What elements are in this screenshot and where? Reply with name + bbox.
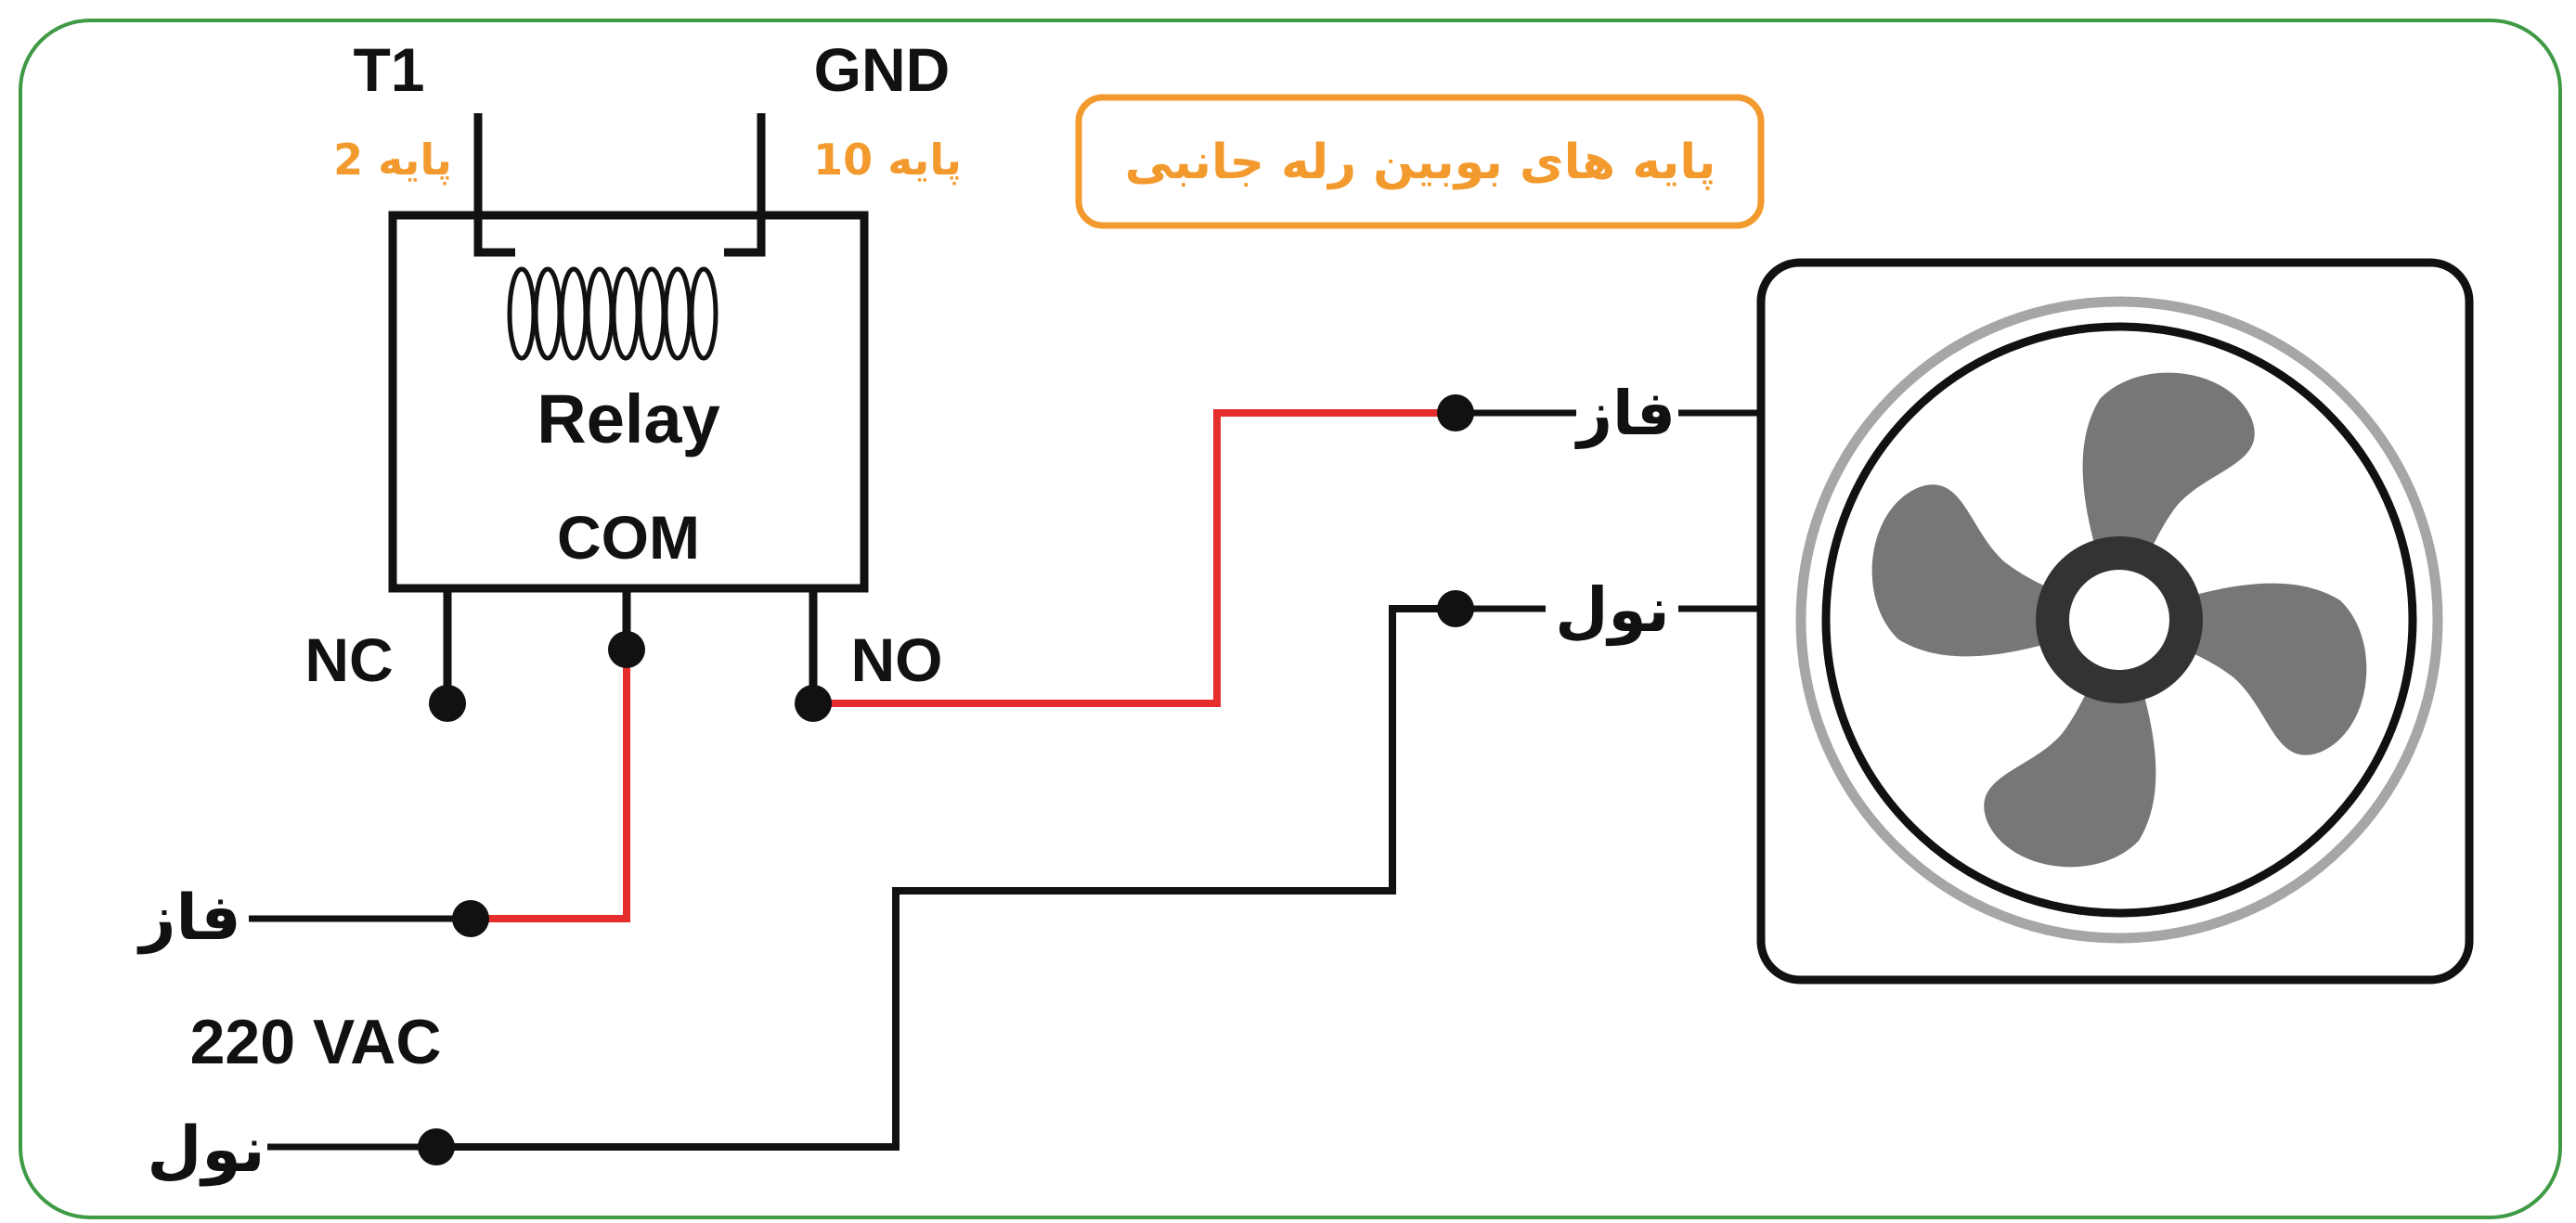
neutral-wire: [436, 605, 1456, 1151]
coil-lead-t1: [473, 113, 515, 257]
fan-inner-ring: [1821, 322, 2417, 918]
fan-phase-dot: [1437, 394, 1474, 431]
no-terminal-dot: [795, 685, 832, 722]
com-label: COM: [557, 503, 700, 572]
relay: Relay COM NC NO: [304, 113, 943, 703]
gnd-label: GND: [814, 35, 951, 104]
fan-neutral-label: نول: [1555, 574, 1669, 647]
coil-lead-gnd: [724, 113, 766, 257]
fan-phase-label: فاز: [1574, 378, 1676, 449]
supply-neutral-dot: [418, 1128, 455, 1165]
nc-terminal-dot: [429, 685, 466, 722]
coil-icon: [507, 266, 718, 361]
nc-label: NC: [304, 625, 393, 694]
coil-pins-caption-box: پایه های بوبین رله جانبی: [1075, 94, 1765, 229]
no-label: NO: [851, 625, 943, 694]
fan-icon: [1756, 258, 2474, 985]
supply-neutral-label: نول: [147, 1114, 265, 1187]
live-wire-no-fan: [813, 409, 1456, 707]
diagram-frame: [19, 19, 2562, 1219]
pin-10-label: پایه 10: [813, 135, 962, 186]
pin-2-label: پایه 2: [333, 135, 452, 186]
supply-phase-label: فاز: [136, 882, 240, 955]
relay-label: Relay: [537, 380, 719, 457]
t1-label: T1: [353, 35, 424, 104]
fan-hub: [2036, 536, 2203, 703]
caption-border: [1075, 94, 1765, 229]
junction-dots: [418, 394, 1474, 1165]
fan-outer-ring: [1795, 296, 2443, 944]
com-terminal-dot: [608, 631, 645, 668]
supply-phase-dot: [452, 900, 489, 937]
coil-pins-caption: پایه های بوبین رله جانبی: [1125, 135, 1716, 190]
live-wire-supply-com: [471, 650, 630, 922]
fan-neutral-dot: [1437, 590, 1474, 627]
supply-voltage-label: 220 VAC: [190, 1007, 442, 1077]
